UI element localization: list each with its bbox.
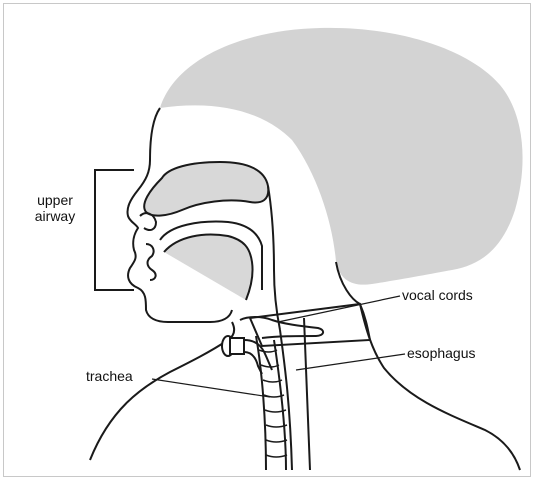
oral-tongue (164, 235, 253, 300)
pharynx-wall (268, 186, 280, 330)
face-profile (127, 108, 232, 322)
trach-tube-hub (230, 338, 244, 354)
upper-airway-label-line2: airway (23, 208, 87, 224)
esophagus-label: esophagus (407, 345, 476, 361)
nostril (140, 213, 156, 230)
trachea-label: trachea (86, 368, 133, 384)
neck-front (90, 322, 234, 460)
trachea-leader (152, 379, 270, 397)
upper-airway-label: upper airway (23, 192, 87, 224)
upper-airway-label-line1: upper (23, 192, 87, 208)
vocal-cords-label: vocal cords (402, 287, 473, 303)
lips-teeth (146, 244, 156, 280)
vocal-cords-leader (278, 296, 400, 322)
esophagus-leader (296, 354, 405, 370)
neck-collar (250, 304, 370, 346)
trachea-tube (256, 336, 286, 470)
nasal-cavity (144, 162, 268, 216)
